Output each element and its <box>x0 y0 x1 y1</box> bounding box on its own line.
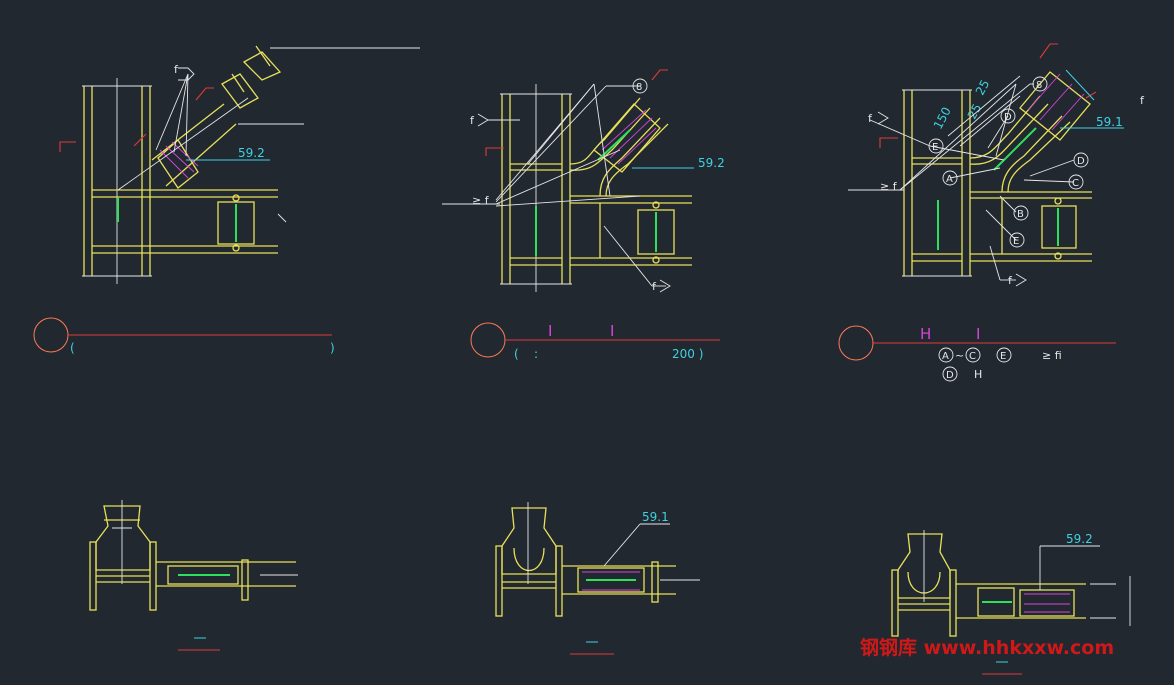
d3-item-8: 8 <box>1036 80 1042 91</box>
d3-weld-ge-f: ≥ f <box>880 180 898 193</box>
t2-paren-open: ( <box>514 347 519 361</box>
d2-weld-f-bottom: f <box>652 280 657 293</box>
t2-i-2: I <box>610 322 614 340</box>
detail-2-elevation: f f ≥ f 8 59.2 <box>442 69 725 293</box>
d2-item-8: 8 <box>636 82 642 93</box>
dim-59-2-b: 59.2 <box>698 156 725 170</box>
t2-mark: : <box>534 347 538 361</box>
t2-i-1: I <box>548 322 552 340</box>
section-2: 59.1 <box>495 502 700 655</box>
d3-label-d1: D <box>1004 112 1012 123</box>
d3-label-e2: E <box>1013 236 1019 247</box>
watermark: 钢钢库 www.hhkxxw.com <box>860 636 1114 659</box>
t3-note-tilde: ~ <box>955 349 964 362</box>
dim-25-a: 25 <box>965 101 985 121</box>
t3-note-a: A <box>942 351 949 362</box>
t3-note-e: E <box>1000 351 1006 362</box>
d3-weld-f-right: f <box>1140 94 1145 107</box>
t3-h: H <box>920 325 931 343</box>
dim-59-2-a: 59.2 <box>238 146 265 160</box>
t1-paren-open: ( <box>70 341 75 355</box>
detail-3-elevation: f f ≥ f 8 E A D D C B E 150 25 25 59.1 f <box>848 43 1145 287</box>
d3-label-e1: E <box>932 142 938 153</box>
dim-59-1-b: 59.1 <box>642 510 669 524</box>
detail-1-elevation: f 59.2 <box>59 45 420 284</box>
d2-weld-ge-f: ≥ f <box>472 194 490 207</box>
detail-1-title: ( ) <box>33 317 335 355</box>
t2-value: 200 ) <box>672 347 703 361</box>
d3-label-c: C <box>1072 178 1079 189</box>
dim-59-2-c: 59.2 <box>1066 532 1093 546</box>
section-3: 59.2 <box>891 530 1131 675</box>
d3-label-b: B <box>1017 209 1024 220</box>
dim-59-1-a: 59.1 <box>1096 115 1123 129</box>
section-1 <box>89 500 298 651</box>
detail-2-title: I I ( : 200 ) <box>470 322 720 361</box>
t3-note-d: D <box>946 370 954 381</box>
t3-i: I <box>976 325 980 343</box>
detail-3-title: H I A ~ C E ≥ fi D H <box>838 325 1116 382</box>
dim-25-b: 25 <box>973 77 993 97</box>
t3-note-h: H <box>974 368 982 381</box>
d3-weld-f-bottom: f <box>1008 274 1013 287</box>
weld-symbol-f: f <box>174 63 179 76</box>
t3-note-c: C <box>969 351 976 362</box>
d3-weld-f-left: f <box>868 112 873 125</box>
d2-weld-f-left: f <box>470 114 475 127</box>
d3-label-a: A <box>946 174 953 185</box>
t3-note-ge-fi: ≥ fi <box>1042 349 1062 362</box>
dim-150: 150 <box>931 105 954 132</box>
t1-paren-close: ) <box>330 341 335 355</box>
d3-label-d2: D <box>1077 156 1085 167</box>
detail-1-bubble <box>33 317 69 353</box>
